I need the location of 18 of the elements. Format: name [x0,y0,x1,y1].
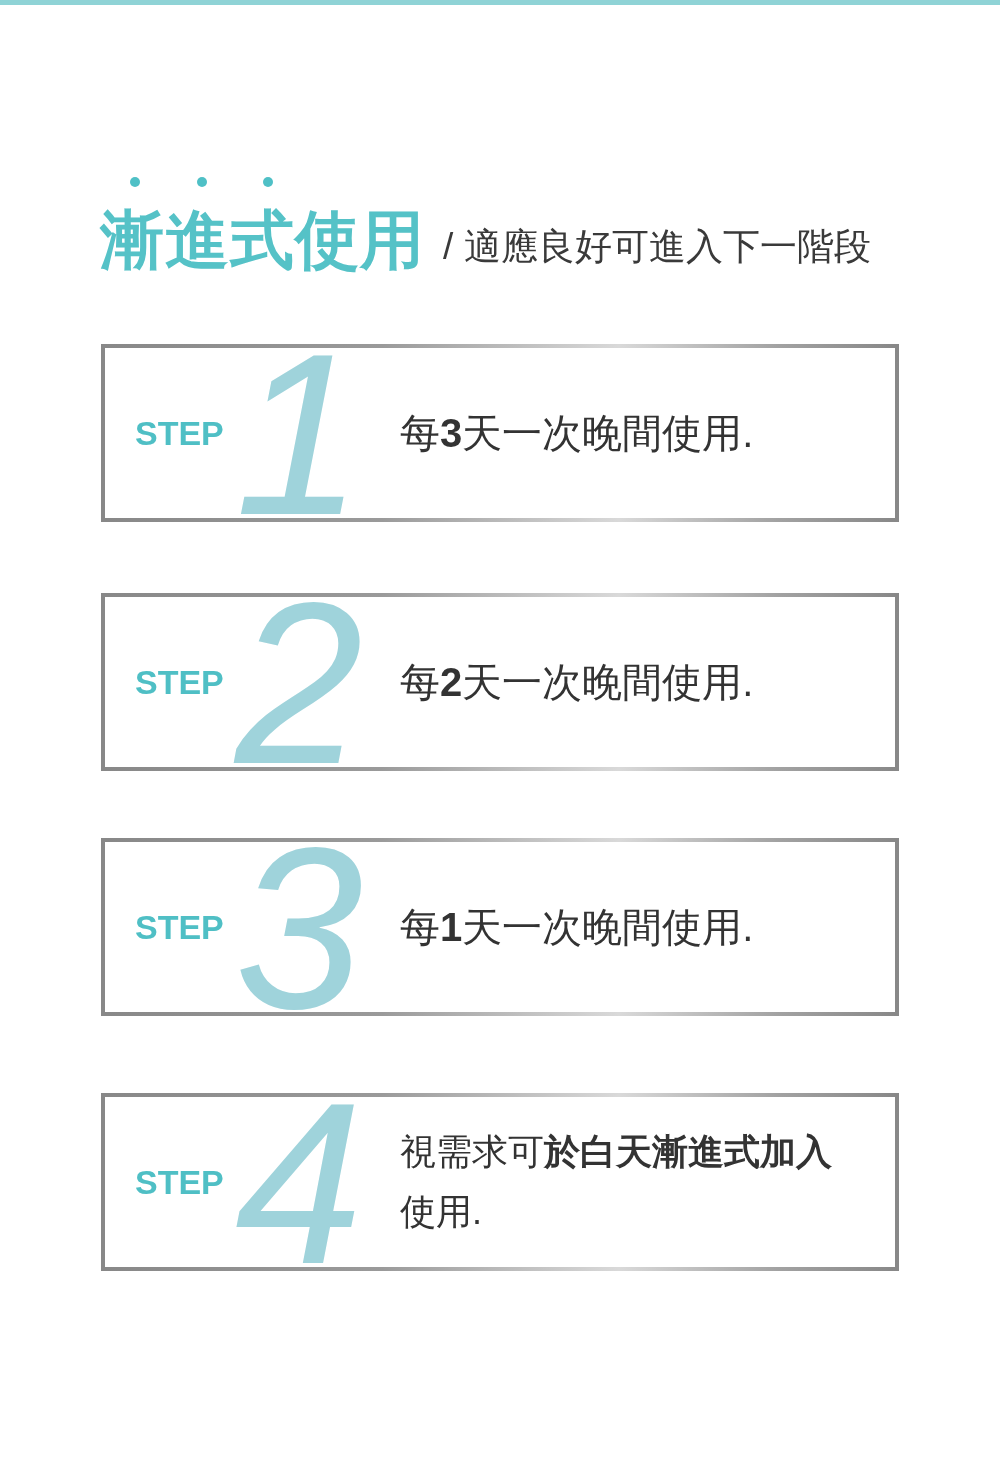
step-label: STEP [135,662,224,702]
page-title: 漸進式使用 [100,203,425,278]
step-number: 3 [235,844,364,1014]
step-card [101,593,899,771]
step-instruction: 每2天一次晚間使用. [400,659,754,706]
step-card [101,344,899,522]
step-card [101,838,899,1016]
step-instruction: 視需求可於白天漸進式加入使用. [400,1130,833,1234]
step-number: 1 [235,350,364,520]
step-instruction: 每1天一次晚間使用. [400,904,754,951]
page-subtitle: / 適應良好可進入下一階段 [443,225,871,269]
step-instruction: 每3天一次晚間使用. [400,410,754,457]
step-number: 4 [235,1099,364,1269]
step-card [101,1093,899,1271]
step-label: STEP [135,907,224,947]
step-label: STEP [135,1162,224,1202]
step-label: STEP [135,413,224,453]
step-number: 2 [235,599,364,769]
